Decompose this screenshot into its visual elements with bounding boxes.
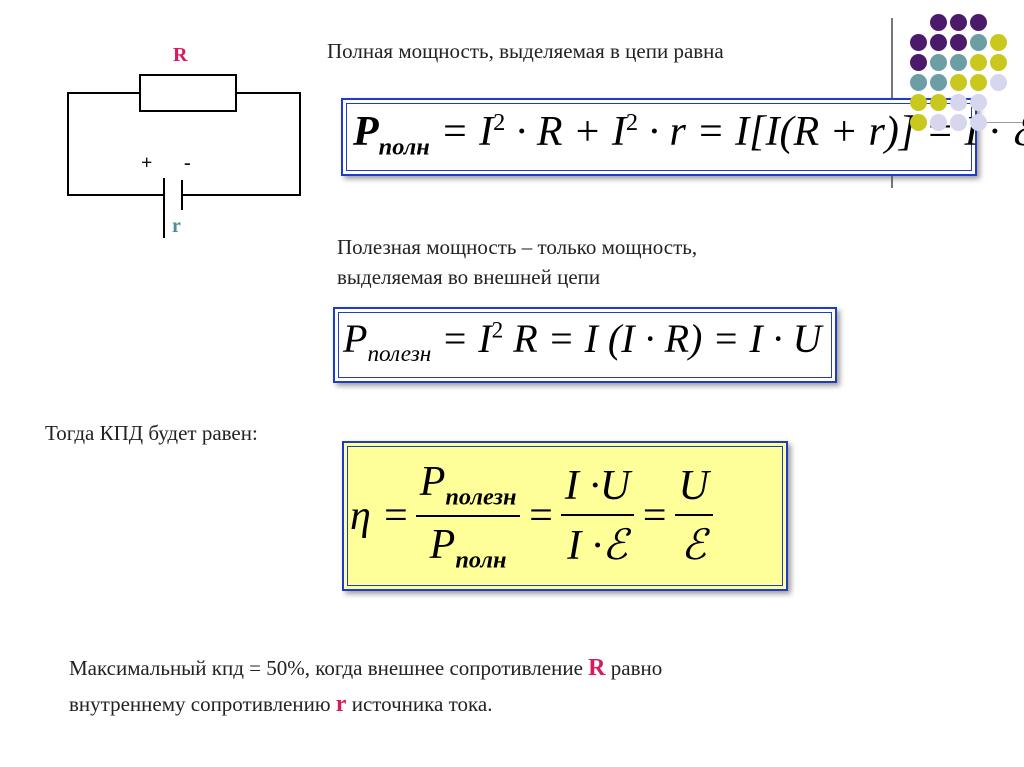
circuit-wire	[67, 92, 164, 196]
circuit-wire-right	[182, 92, 301, 196]
decorative-dot	[950, 74, 967, 91]
minus-terminal-label: -	[184, 152, 191, 174]
decorative-dot	[930, 54, 947, 71]
decorative-dot	[970, 34, 987, 51]
efficiency-fraction-power: Pполезн Pполн	[415, 458, 521, 575]
decorative-dot	[950, 14, 967, 31]
decorative-dot	[990, 34, 1007, 51]
efficiency-fraction-current: I ·U I ·ℰ	[560, 462, 635, 570]
resistor-symbol	[139, 74, 237, 112]
decorative-dot	[930, 34, 947, 51]
conclusion-line2: внутреннему сопротивлению r источника то…	[69, 691, 493, 717]
decorative-dot	[930, 14, 947, 31]
efficiency-formula-box: η = Pполезн Pполн = I ·U I ·ℰ = U ℰ	[342, 441, 788, 591]
decorative-dot	[950, 94, 967, 111]
decorative-dot	[910, 94, 927, 111]
decorative-dot	[910, 54, 927, 71]
decorative-dot	[970, 74, 987, 91]
decorative-dot	[930, 74, 947, 91]
circuit-diagram	[67, 74, 301, 238]
decorative-dot	[950, 34, 967, 51]
decorative-dot	[910, 74, 927, 91]
decorative-dot	[930, 94, 947, 111]
decorative-dot	[950, 114, 967, 131]
decorative-dot	[990, 74, 1007, 91]
full-power-caption: Полная мощность, выделяемая в цепи равна	[327, 39, 724, 63]
internal-resistance-label: r	[172, 215, 181, 237]
full-power-formula-box: Pполн = I2 · R + I2 · r = I[I(R + r)] = …	[341, 98, 1024, 176]
useful-power-formula: Pполезн = I2 R = I (I · R) = I · U	[343, 316, 822, 367]
useful-power-formula-box: Pполезн = I2 R = I (I · R) = I · U	[333, 307, 837, 383]
useful-power-caption-line2: выделяемая во внешней цепи	[337, 265, 601, 289]
resistor-label: R	[173, 44, 188, 66]
useful-power-caption-line1: Полезная мощность – только мощность,	[337, 235, 698, 259]
efficiency-fraction-voltage: U ℰ	[674, 462, 713, 570]
decorative-dot	[970, 94, 987, 111]
decorative-dot	[970, 54, 987, 71]
decorative-dot	[930, 114, 947, 131]
decorative-dot	[910, 34, 927, 51]
plus-terminal-label: +	[141, 152, 153, 174]
full-power-formula: Pполн = I2 · R + I2 · r = I[I(R + r)] = …	[353, 109, 1024, 161]
decorative-dot	[950, 54, 967, 71]
decorative-dot	[970, 14, 987, 31]
decorative-dot	[970, 114, 987, 131]
efficiency-caption: Тогда КПД будет равен:	[45, 421, 258, 445]
decorative-dot	[910, 114, 927, 131]
conclusion-line1: Максимальный кпд = 50%, когда внешнее со…	[69, 655, 663, 681]
efficiency-formula: η = Pполезн Pполн = I ·U I ·ℰ = U ℰ	[350, 453, 719, 579]
decorative-dot	[990, 54, 1007, 71]
